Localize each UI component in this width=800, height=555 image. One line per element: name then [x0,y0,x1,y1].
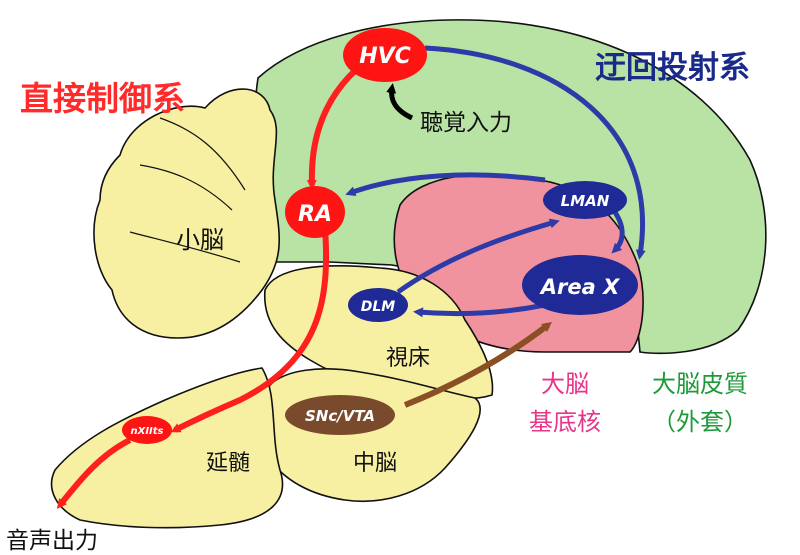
areax-to-dlm-arrow [413,302,546,318]
nxiits-to-output-arrow [56,437,132,509]
node-dlm-label: DLM [361,299,396,315]
node-sncvta-label: SNc/VTA [305,407,375,425]
node-lman-label: LMAN [561,192,610,210]
medulla-label: 延髄 [206,451,250,476]
lman-to-ra-arrow [345,172,546,197]
node-nxiits-label: nXIIts [130,426,163,437]
dlm-to-lman-arrow [396,218,560,295]
node-dlm[interactable]: DLM [348,288,408,322]
auditory-input-label: 聴覚入力 [420,110,512,136]
basal-ganglia-label-line1: 大脳 [541,370,589,398]
cerebellum-label: 小脳 [176,226,224,254]
sncvta-to-areax-arrow [403,321,552,408]
hvc-to-areax-arrow [424,45,646,260]
node-hvc[interactable]: HVC [343,28,427,82]
node-ra[interactable]: RA [285,186,345,238]
node-sncvta[interactable]: SNc/VTA [285,395,395,435]
auditory-input-arrow [386,83,414,121]
node-lman[interactable]: LMAN [543,181,627,219]
node-nxiits[interactable]: nXIIts [122,416,172,444]
thalamus-label: 視床 [386,346,430,371]
vocal-output-label: 音声出力 [6,528,98,554]
node-hvc-label: HVC [359,44,411,69]
medulla-region [50,367,284,529]
node-areax[interactable]: Area X [522,255,638,315]
direct-control-title: 直接制御系 [20,79,185,118]
midbrain-label: 中脳 [353,451,397,476]
ra-to-nxiits-arrow [170,227,330,433]
cortex-label-line2: （外套） [652,408,748,436]
basal-ganglia-label-line2: 基底核 [529,408,601,436]
node-ra-label: RA [298,202,332,227]
node-areax-label: Area X [539,275,621,299]
cerebellum-region [93,88,281,339]
cortex-label-line1: 大脳皮質 [652,370,748,398]
indirect-projection-title: 迂回投射系 [595,50,750,86]
